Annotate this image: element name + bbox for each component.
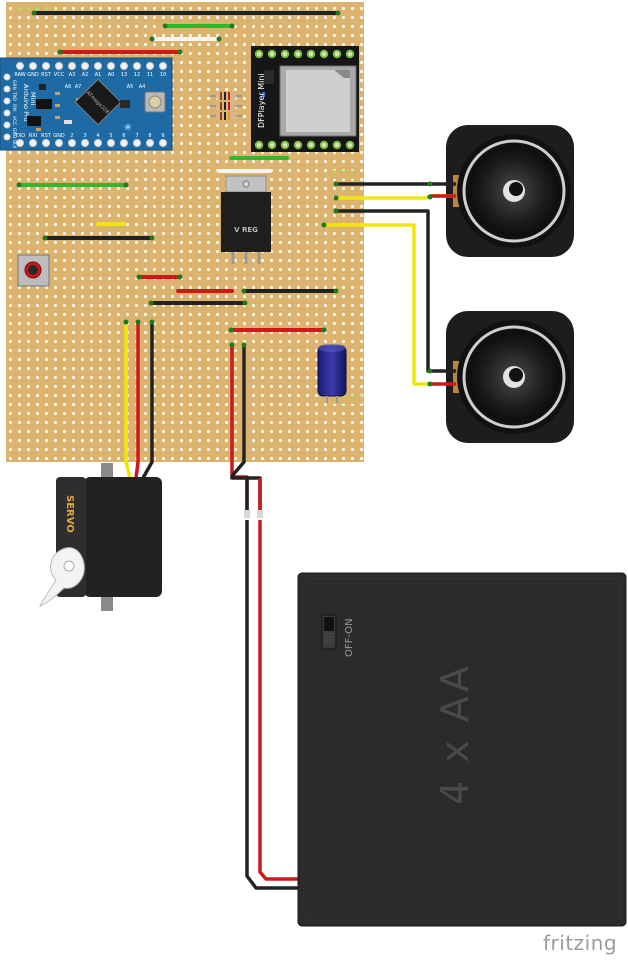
servo-horn	[39, 547, 85, 607]
wire-yellow	[124, 320, 132, 479]
pin-label: RST	[41, 133, 52, 139]
battery-label: 4 x AA	[433, 663, 477, 805]
speaker-wires	[321, 181, 456, 387]
capacitor	[317, 344, 347, 403]
pin-label: GND	[11, 128, 17, 139]
speaker-bottom	[446, 311, 574, 443]
pin-label: 5	[109, 133, 112, 139]
wire-red	[134, 320, 140, 479]
resistor	[210, 112, 242, 120]
pin-label: 2	[70, 133, 73, 139]
pin-label: A5	[127, 84, 134, 90]
arduino-board-name: Mini	[29, 92, 37, 106]
pin-label: GND	[27, 72, 39, 78]
switch-label: OFF-ON	[344, 618, 355, 657]
speaker-top	[446, 125, 574, 257]
atmega-chip: ATmega328	[74, 78, 122, 126]
pin-label: 10	[160, 72, 166, 78]
pin-label: 11	[147, 72, 153, 78]
arduino-board-name: Arduino Pro	[22, 84, 30, 122]
pin-label: 13	[121, 72, 127, 78]
wire-red	[258, 520, 300, 881]
pin-label: RST	[41, 72, 52, 78]
pin-label: RXI	[11, 104, 17, 112]
push-button	[17, 254, 50, 287]
pin-label: RXI	[29, 133, 37, 139]
board-jumpers	[16, 10, 341, 333]
battery-pack: OFF-ON 4 x AA	[297, 572, 627, 927]
pin-label: GRN	[11, 80, 17, 90]
resistors	[210, 92, 242, 120]
voltage-regulator: V REG	[221, 175, 271, 264]
wire-yellow	[324, 223, 430, 386]
pin-label: A2	[82, 72, 89, 78]
wire-black	[336, 209, 456, 373]
wire-black	[141, 320, 154, 479]
pin-label: A1	[95, 72, 102, 78]
regulator-label: V REG	[234, 226, 258, 234]
pin-label: TXO	[14, 133, 25, 139]
pin-label: 4	[96, 133, 99, 139]
pin-label: 12	[134, 72, 140, 78]
pin-label: A3	[69, 72, 76, 78]
pin-label: 7	[135, 133, 138, 139]
wire-black	[245, 520, 300, 890]
pin-label: RAW	[14, 72, 25, 78]
pin-label: TXO	[11, 91, 17, 102]
pin-label: A6	[65, 84, 72, 90]
pin-label: 6	[122, 133, 125, 139]
servo: SERVO	[39, 319, 162, 611]
fritzing-logo: fritzing	[543, 931, 618, 955]
pin-label: GND	[53, 133, 65, 139]
battery-wires	[229, 342, 300, 890]
pin-label: VCC	[11, 116, 17, 125]
logo-icon: ❀	[124, 123, 132, 133]
arduino-pro-mini: RAW GND RST VCC A3 A2 A1 A0 13 12 11 10 …	[0, 57, 173, 151]
pin-label: 3	[83, 133, 86, 139]
pin-label: A4	[139, 84, 146, 90]
resistor	[210, 102, 242, 110]
chip	[36, 99, 52, 109]
dfplayer-mini: DFPlayer Mini	[251, 46, 359, 152]
resistor	[210, 92, 242, 100]
dfplayer-label: DFPlayer Mini	[257, 73, 266, 128]
pin-label: BLK	[11, 140, 17, 150]
servo-label: SERVO	[64, 495, 75, 533]
pin-label: VCC	[54, 72, 65, 78]
pin-label: A0	[108, 72, 115, 78]
pin-label: 9	[161, 133, 164, 139]
pin-label: 8	[148, 133, 151, 139]
pin-label: A7	[75, 84, 82, 90]
